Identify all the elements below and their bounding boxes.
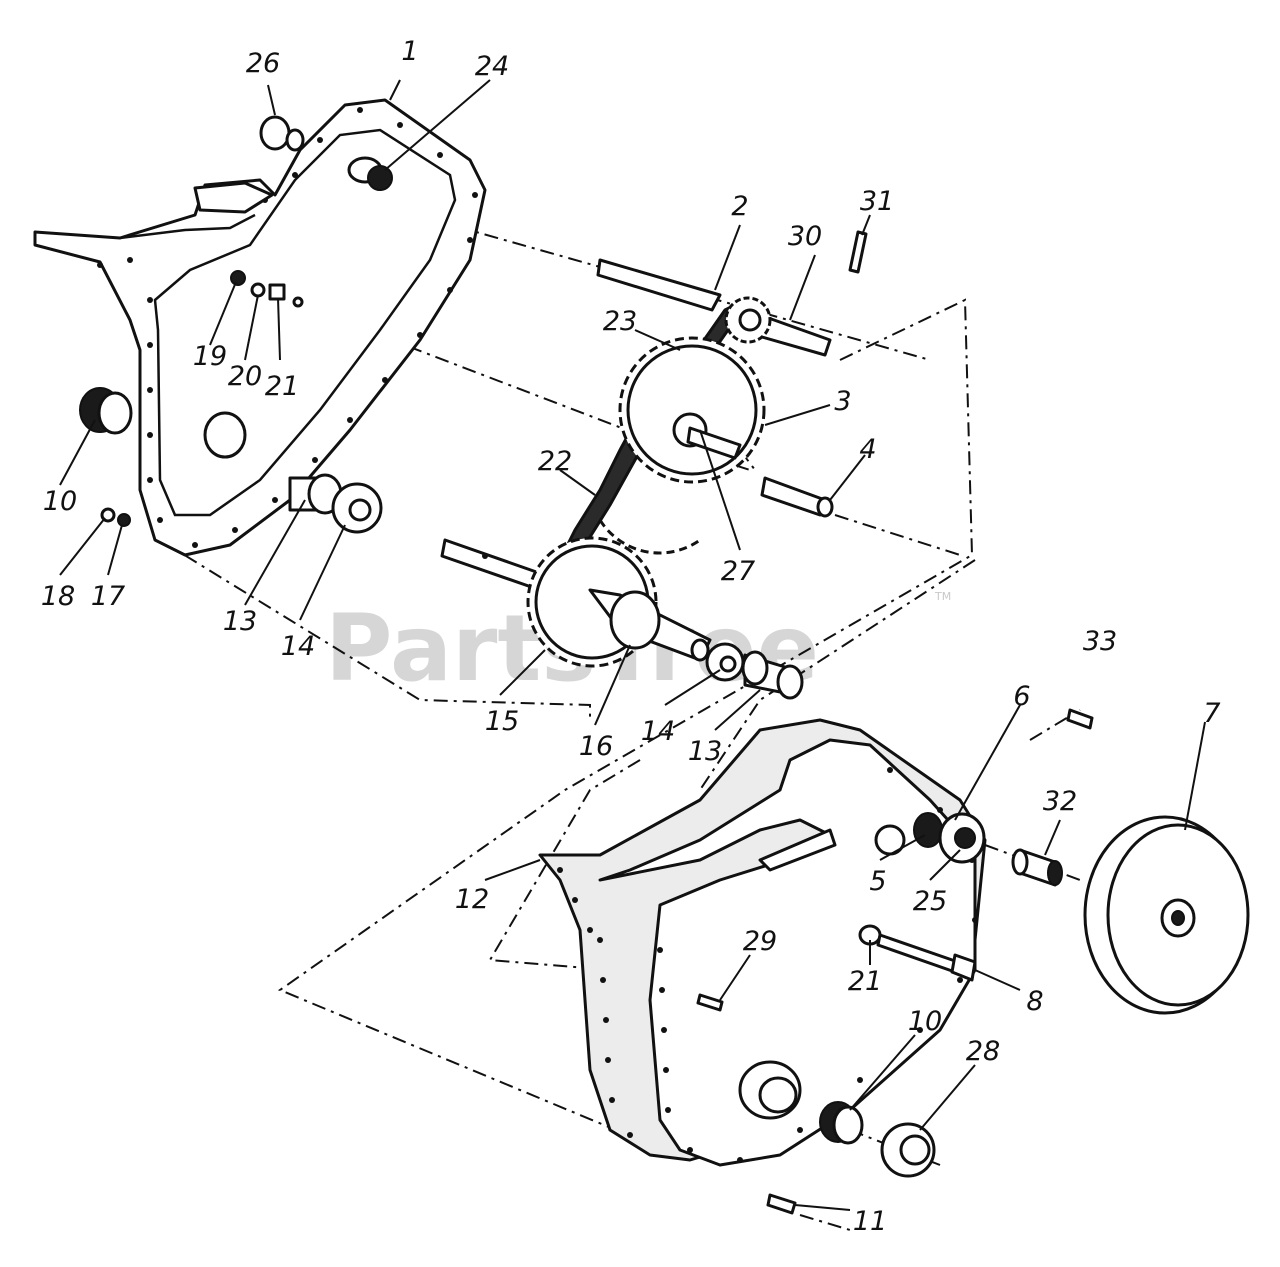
callout-33: 33 bbox=[1083, 626, 1117, 657]
callout-6: 6 bbox=[1013, 681, 1030, 712]
callout-25: 25 bbox=[913, 886, 947, 917]
callout-16: 16 bbox=[579, 731, 613, 762]
callout-2: 2 bbox=[731, 191, 748, 222]
nut-28 bbox=[880, 1122, 936, 1178]
nut-washer-17-18 bbox=[100, 507, 131, 527]
callout-8: 8 bbox=[1026, 986, 1043, 1017]
axle-4 bbox=[760, 476, 834, 518]
callout-11: 11 bbox=[853, 1206, 887, 1237]
screw-11 bbox=[766, 1193, 797, 1215]
callout-27: 27 bbox=[721, 556, 755, 587]
oil-seal-10-left bbox=[79, 387, 133, 435]
small-sprocket bbox=[724, 296, 772, 344]
callout-22: 22 bbox=[538, 446, 572, 477]
callout-18: 18 bbox=[41, 581, 75, 612]
upper-shaft-2 bbox=[596, 258, 722, 312]
callout-13-right: 13 bbox=[688, 736, 722, 767]
callout-32: 32 bbox=[1043, 786, 1077, 817]
callout-29: 29 bbox=[743, 926, 777, 957]
small-hardware-19-20-21 bbox=[230, 270, 304, 308]
callout-labels: 1 2 3 4 5 6 7 8 10 10 11 12 13 13 14 14 … bbox=[41, 36, 1221, 1237]
left-bearing-13-14 bbox=[203, 411, 383, 534]
hub-16-shaft bbox=[588, 588, 712, 662]
callout-28: 28 bbox=[966, 1036, 1000, 1067]
callout-14-right: 14 bbox=[641, 716, 675, 747]
bushing-32 bbox=[1011, 848, 1063, 887]
callout-31: 31 bbox=[860, 186, 894, 217]
bolt-8-washer-21 bbox=[858, 924, 977, 982]
callout-24: 24 bbox=[475, 51, 509, 82]
callout-7: 7 bbox=[1203, 698, 1220, 729]
callout-21-right: 21 bbox=[848, 966, 882, 997]
callout-26: 26 bbox=[246, 48, 280, 79]
seal-10-right bbox=[819, 1101, 864, 1145]
callout-20: 20 bbox=[228, 361, 262, 392]
bearing-5-hub-6 bbox=[913, 812, 986, 864]
callout-13-left: 13 bbox=[223, 606, 257, 637]
leader-lines bbox=[59, 79, 1206, 1211]
left-chain-case bbox=[33, 98, 487, 557]
lower-shaft bbox=[440, 538, 547, 592]
callout-4: 4 bbox=[859, 434, 876, 465]
callout-15: 15 bbox=[485, 706, 519, 737]
callout-3: 3 bbox=[834, 386, 851, 417]
large-sprocket-3 bbox=[598, 336, 766, 555]
pulley-7 bbox=[1083, 815, 1250, 1015]
screw-29 bbox=[696, 993, 724, 1012]
right-bearing-13-14 bbox=[705, 642, 804, 700]
watermark-trademark: TM bbox=[934, 590, 951, 603]
callout-5: 5 bbox=[869, 866, 886, 897]
screw-33 bbox=[1066, 708, 1094, 730]
right-chain-case-12 bbox=[538, 718, 987, 1167]
callout-23: 23 bbox=[603, 306, 637, 337]
callout-14-left: 14 bbox=[281, 631, 315, 662]
callout-21-left: 21 bbox=[265, 371, 299, 402]
callout-17: 17 bbox=[91, 581, 125, 612]
callout-30: 30 bbox=[788, 221, 822, 252]
plug-26 bbox=[259, 115, 305, 152]
sprocket-shaft-30-31 bbox=[753, 230, 868, 357]
callout-1: 1 bbox=[401, 36, 418, 67]
bearing-24 bbox=[347, 156, 393, 191]
callout-10-right: 10 bbox=[908, 1006, 942, 1037]
callout-10-left: 10 bbox=[43, 486, 77, 517]
callout-19: 19 bbox=[193, 341, 227, 372]
callout-12: 12 bbox=[455, 884, 489, 915]
